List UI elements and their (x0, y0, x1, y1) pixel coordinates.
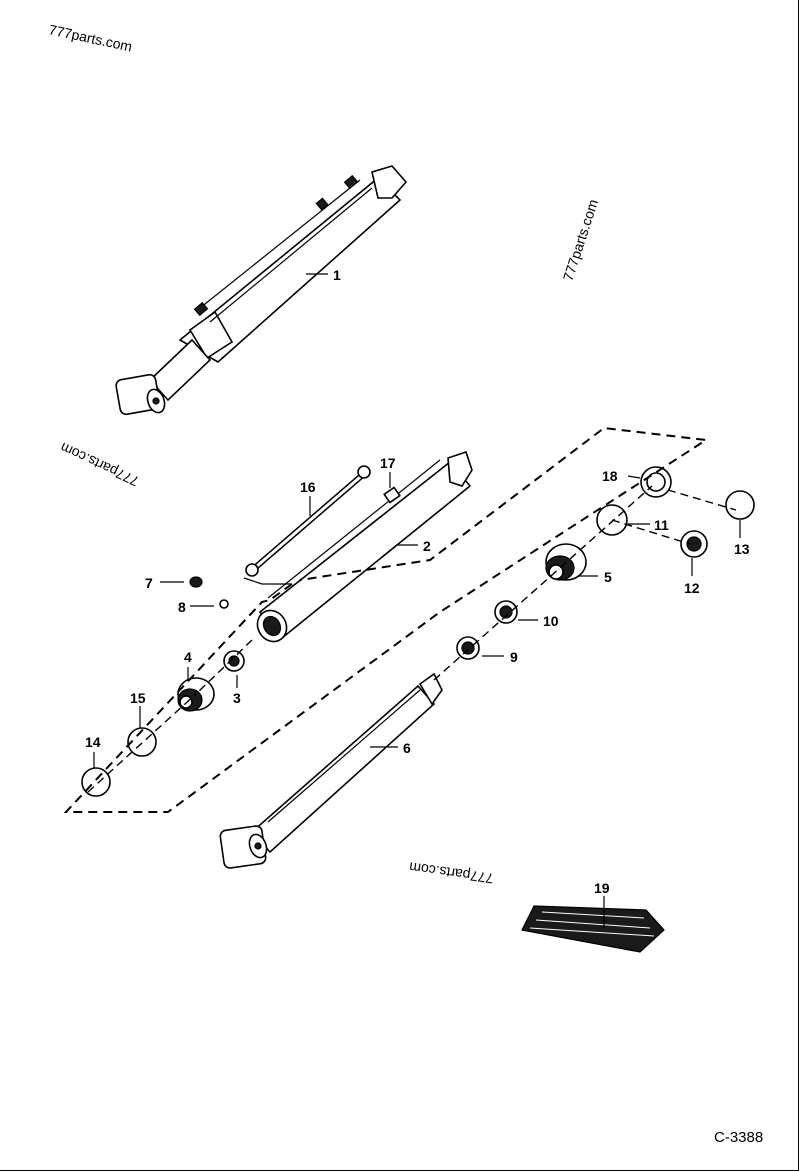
callout-8: 8 (178, 599, 186, 615)
assembly-axis-branch2 (611, 519, 691, 545)
callout-11: 11 (654, 517, 669, 533)
part-7-nut (189, 576, 203, 588)
callout-16: 16 (300, 479, 316, 495)
callout-3: 3 (233, 690, 241, 706)
watermark-center: 777parts.com (408, 859, 494, 887)
part-3-nut (223, 650, 245, 672)
part-14-ring (81, 767, 111, 797)
callout-1: 1 (333, 267, 341, 283)
callout-12: 12 (684, 580, 700, 596)
part-15-ring (127, 727, 157, 757)
assembly-axis-right (433, 485, 653, 681)
part-18-ring (640, 466, 672, 498)
callout-14: 14 (85, 734, 101, 750)
part-8-washer (219, 599, 229, 609)
callout-19: 19 (594, 880, 610, 896)
seal-kit-boundary (63, 426, 709, 813)
part-1-cylinder-assembly (115, 165, 408, 416)
callout-2: 2 (423, 538, 431, 554)
callout-18: 18 (602, 468, 618, 484)
part-12-ring (680, 530, 708, 558)
callout-7: 7 (145, 575, 153, 591)
watermark-upper-right: 777parts.com (560, 197, 601, 283)
callout-15: 15 (130, 690, 146, 706)
assembly-axis-left (87, 693, 197, 793)
callout-10: 10 (543, 613, 559, 629)
part-9-seal (456, 636, 480, 660)
assembly-axis-branch (667, 489, 737, 511)
callout-17: 17 (380, 455, 396, 471)
part-19-decal (521, 905, 665, 953)
assembly-axis-lower (195, 639, 253, 695)
part-10-wiper (494, 600, 518, 624)
callout-5: 5 (604, 569, 612, 585)
part-17-fitting (383, 486, 401, 504)
part-2-barrel (256, 450, 473, 643)
callout-4: 4 (184, 649, 192, 665)
part-6-rod (219, 672, 443, 869)
part-16-tube (243, 465, 371, 585)
watermark-left: 777parts.com (58, 439, 142, 489)
part-13-ring (725, 490, 755, 520)
callout-9: 9 (510, 649, 518, 665)
watermark-top-left: 777parts.com (47, 21, 133, 54)
callout-13: 13 (734, 541, 750, 557)
drawing-code: C-3388 (714, 1129, 763, 1146)
callout-6: 6 (403, 740, 411, 756)
